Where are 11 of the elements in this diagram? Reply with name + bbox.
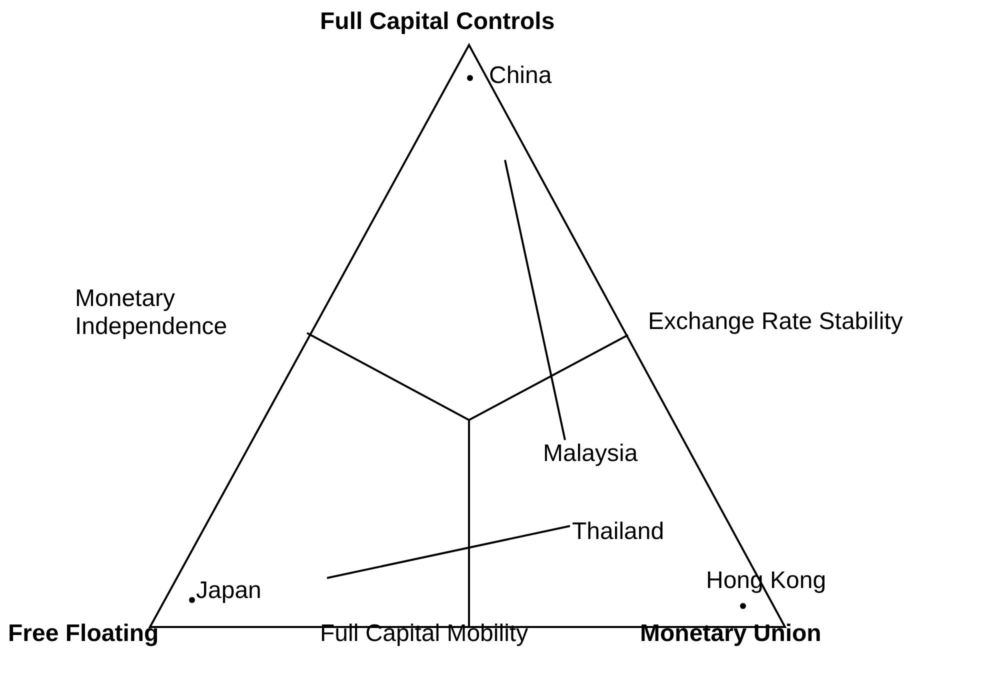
text-label: China (489, 62, 552, 90)
leader-line (504, 160, 566, 440)
vertex-label: Free Floating (8, 620, 159, 648)
text-label: Japan (196, 577, 262, 605)
country-label: Malaysia (543, 440, 638, 468)
text-label: Monetary Independence (75, 285, 228, 341)
text-label: Exchange Rate Stability (648, 308, 903, 336)
vertex-label: Monetary Union (640, 620, 822, 648)
leader-line (326, 525, 570, 579)
country-label: Thailand (572, 518, 664, 546)
vertex-label: Full Capital Controls (320, 8, 555, 36)
